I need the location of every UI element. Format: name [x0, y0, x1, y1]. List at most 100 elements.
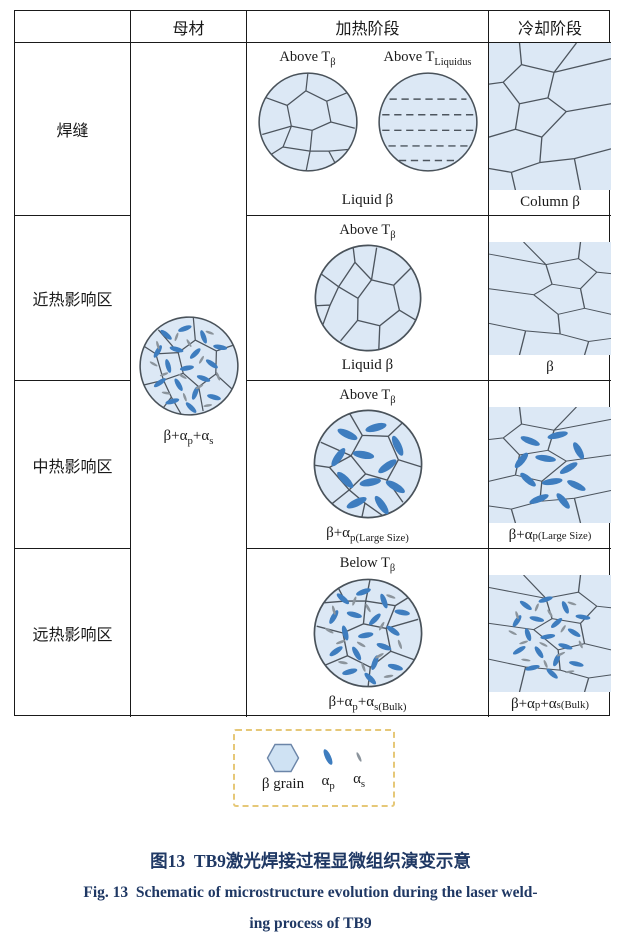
- label-part: +α: [192, 427, 210, 444]
- label-part: Above T: [279, 49, 331, 65]
- base-material-cell: β+αp+αs: [131, 43, 247, 717]
- mid-haz-heating-cell: Above Tβ β+αp(Large Size): [247, 381, 489, 549]
- label-part: +α: [540, 696, 557, 712]
- base-material-phase-label: β+αp+αs: [164, 428, 214, 447]
- caption-english-line2: ing process of TB9: [249, 915, 372, 932]
- weld-heating-liquid-block: Above TLiquidus: [376, 46, 480, 174]
- header-heating-stage: 加热阶段: [247, 11, 489, 43]
- row-label: 中热影响区: [32, 458, 113, 476]
- label-part: Liquidus: [434, 56, 472, 68]
- row-label-weld: 焊缝: [15, 43, 131, 216]
- label-part: Below T: [339, 555, 390, 571]
- legend-label-beta-grain: β grain: [262, 776, 304, 793]
- label-part: p: [329, 780, 335, 792]
- label-part: p: [532, 529, 538, 542]
- spacer: [489, 381, 611, 407]
- label-part: β grain: [261, 776, 305, 792]
- label-part: +α: [357, 694, 375, 710]
- label-part: Above T: [339, 387, 391, 403]
- far-haz-heating-microstructure-icon: [311, 576, 425, 690]
- caption-english-line1: Fig. 13 Schematic of microstructure evol…: [83, 884, 538, 901]
- legend-item-beta-grain: β grain: [262, 743, 304, 793]
- far-haz-heating-title: Below Tβ: [340, 552, 395, 574]
- near-haz-heating-microstructure-icon: [312, 242, 424, 354]
- row-label: 近热影响区: [32, 292, 113, 309]
- label-part: (Bulk): [378, 701, 407, 713]
- mid-haz-heating-title: Above Tβ: [339, 384, 395, 406]
- label-part: β+α: [508, 527, 533, 543]
- label-part: p: [187, 434, 193, 447]
- far-haz-heating-phase-label: β+αp+αs(Bulk): [328, 691, 406, 713]
- label-part: p: [350, 532, 356, 544]
- header-label: 加热阶段: [335, 20, 400, 38]
- alpha-s-sliver-icon: [356, 752, 362, 762]
- near-haz-cooling-microstructure-icon: [489, 242, 611, 355]
- header-label: 母材: [172, 20, 205, 38]
- row-label-mid-haz: 中热影响区: [15, 381, 131, 549]
- figure-table: 母材 加热阶段 冷却阶段 焊缝 β+αp+αs: [14, 10, 611, 717]
- label-part: Liquid β: [341, 357, 394, 373]
- legend-item-alpha-p: αp: [318, 744, 338, 792]
- row-label: 焊缝: [56, 123, 89, 140]
- label-part: β+α: [326, 525, 351, 541]
- label-part: (Large Size): [537, 529, 592, 542]
- label-part: β: [546, 359, 554, 375]
- label-part: p: [352, 701, 358, 713]
- weld-heating-cell: Above Tβ Above TLiquidus Liquid β: [247, 43, 489, 216]
- row-label: 远热影响区: [32, 627, 113, 644]
- weld-cooling-cell: Column β: [489, 43, 611, 216]
- label-part: s: [374, 701, 379, 713]
- weld-beta-grain-microstructure-icon: [256, 70, 360, 174]
- near-haz-cooling-phase-label: β: [489, 355, 611, 380]
- mid-haz-heating-phase-label: β+αp(Large Size): [326, 522, 409, 544]
- far-haz-cooling-microstructure-icon: [489, 575, 611, 692]
- label-part: β+α: [328, 694, 353, 710]
- label-part: (Large Size): [355, 532, 409, 544]
- header-base-material: 母材: [131, 11, 247, 43]
- far-haz-heating-cell: Below Tβ β+αp+αs(Bulk): [247, 549, 489, 717]
- near-haz-heating-phase-label: Liquid β: [342, 354, 393, 376]
- label-part: s: [360, 778, 366, 790]
- label-part: α: [321, 773, 330, 789]
- label-part: β: [330, 56, 336, 68]
- near-haz-heating-cell: Above Tβ Liquid β: [247, 216, 489, 381]
- label-part: s: [556, 698, 561, 711]
- spacer: [489, 216, 611, 242]
- header-cooling-stage: 冷却阶段: [489, 11, 611, 43]
- weld-heating-circles: Above Tβ Above TLiquidus: [256, 46, 480, 174]
- label-part: α: [353, 771, 361, 787]
- weld-liquid-microstructure-icon: [377, 72, 478, 172]
- legend-label-alpha-s: αs: [353, 771, 365, 790]
- header-label: 冷却阶段: [517, 20, 582, 38]
- weld-heating-title-beta: Above Tβ: [279, 46, 335, 68]
- weld-cooling-microstructure-icon: [489, 43, 611, 190]
- weld-heating-beta-block: Above Tβ: [256, 46, 360, 174]
- label-part: p: [534, 698, 541, 711]
- alpha-p-ellipse-icon: [323, 749, 333, 765]
- row-label-far-haz: 远热影响区: [15, 549, 131, 717]
- legend-label-alpha-p: αp: [321, 773, 334, 792]
- legend-item-alpha-s: αs: [352, 746, 366, 790]
- row-label-near-haz: 近热影响区: [15, 216, 131, 381]
- base-material-microstructure-icon: [137, 314, 241, 418]
- label-part: Liquid β: [341, 192, 394, 208]
- near-haz-heating-title: Above Tβ: [339, 219, 395, 241]
- spacer: [489, 549, 611, 575]
- label-part: β: [390, 394, 396, 406]
- label-part: Above T: [339, 222, 391, 238]
- legend: β grain αp αs: [233, 729, 395, 807]
- beta-grain-hexagon-icon: [266, 743, 300, 773]
- label-part: (Bulk): [560, 698, 590, 711]
- weld-heating-phase-label: Liquid β: [342, 189, 393, 211]
- weld-heating-title-liquidus: Above TLiquidus: [383, 46, 471, 68]
- near-haz-cooling-cell: β: [489, 216, 611, 381]
- label-part: s: [209, 434, 214, 447]
- label-part: β: [389, 562, 396, 574]
- label-part: β+α: [510, 696, 535, 712]
- mid-haz-heating-microstructure-icon: [311, 407, 425, 521]
